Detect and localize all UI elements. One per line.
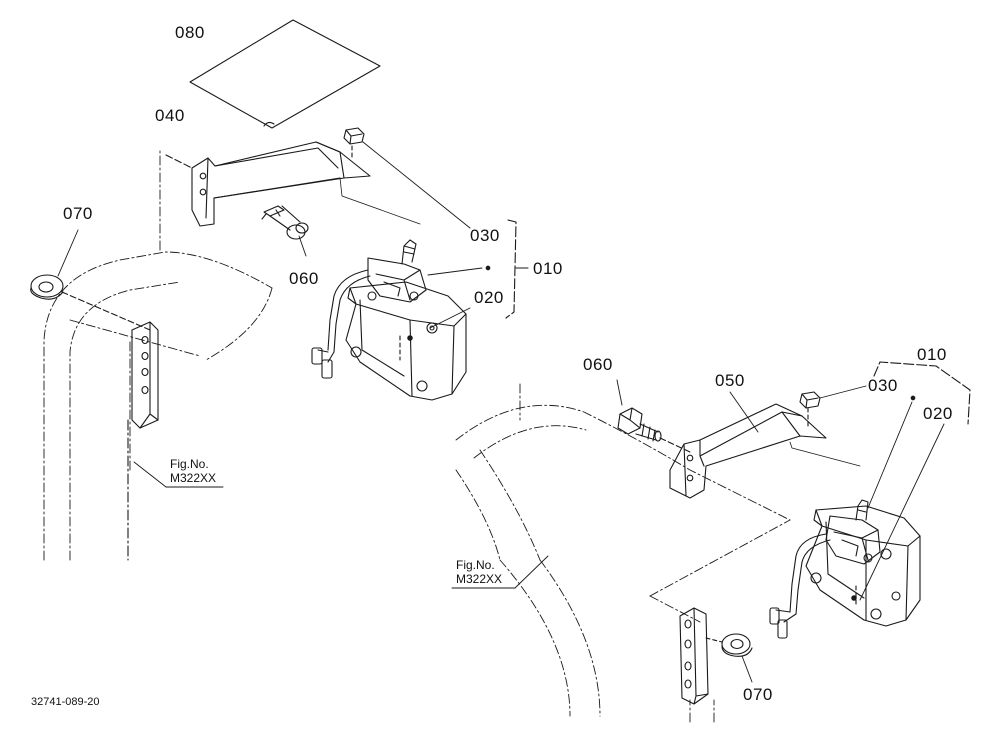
- lamp-assembly-right: [769, 395, 945, 639]
- washer-070-right: [705, 633, 753, 683]
- nut-030-left: [343, 127, 471, 229]
- part-label-040: 040: [155, 106, 185, 125]
- bolt-060-right: [616, 379, 691, 453]
- part-label-020-right: 020: [923, 404, 953, 423]
- fig-ref-left-line2: M322XX: [170, 471, 217, 485]
- figure-reference-right: Fig.No. M322XX: [456, 558, 502, 586]
- part-label-020-left: 020: [474, 288, 504, 307]
- fender-outline-left: [43, 149, 273, 561]
- nut-030-right: [799, 385, 867, 427]
- document-number: 32741-089-20: [31, 696, 100, 708]
- figure-reference-left: Fig.No. M322XX: [170, 457, 216, 485]
- fender-outline-right: [455, 383, 791, 723]
- sticker-plate-080: [189, 19, 381, 129]
- bracket-040: [165, 141, 371, 227]
- fig-ref-right-leader: [451, 555, 549, 589]
- bolt-060-left: [261, 205, 309, 257]
- part-label-060-right: 060: [583, 355, 613, 374]
- fig-ref-right-line1: Fig.No.: [456, 558, 495, 572]
- part-label-010-right: 010: [917, 345, 947, 364]
- part-label-080: 080: [175, 23, 205, 42]
- fig-ref-left-line1: Fig.No.: [170, 457, 209, 471]
- part-label-010-left: 010: [533, 259, 563, 278]
- washer-070-left: [30, 229, 151, 331]
- group-bracket-010-left: [505, 219, 529, 319]
- bracket-050: [669, 391, 861, 499]
- part-label-060-left: 060: [289, 269, 319, 288]
- group-bracket-010-right: [873, 361, 971, 425]
- fig-ref-right-line2: M322XX: [456, 572, 503, 586]
- fig-ref-left-leader: [133, 461, 224, 488]
- part-label-030-left: 030: [470, 226, 500, 245]
- part-label-070-right: 070: [743, 685, 773, 704]
- frame-plate-left: [127, 321, 159, 561]
- frame-plate-right: [679, 607, 709, 705]
- lamp-assembly-left: [311, 177, 491, 401]
- part-label-050: 050: [715, 371, 745, 390]
- part-label-030-right: 030: [868, 376, 898, 395]
- part-label-070-left: 070: [63, 204, 93, 223]
